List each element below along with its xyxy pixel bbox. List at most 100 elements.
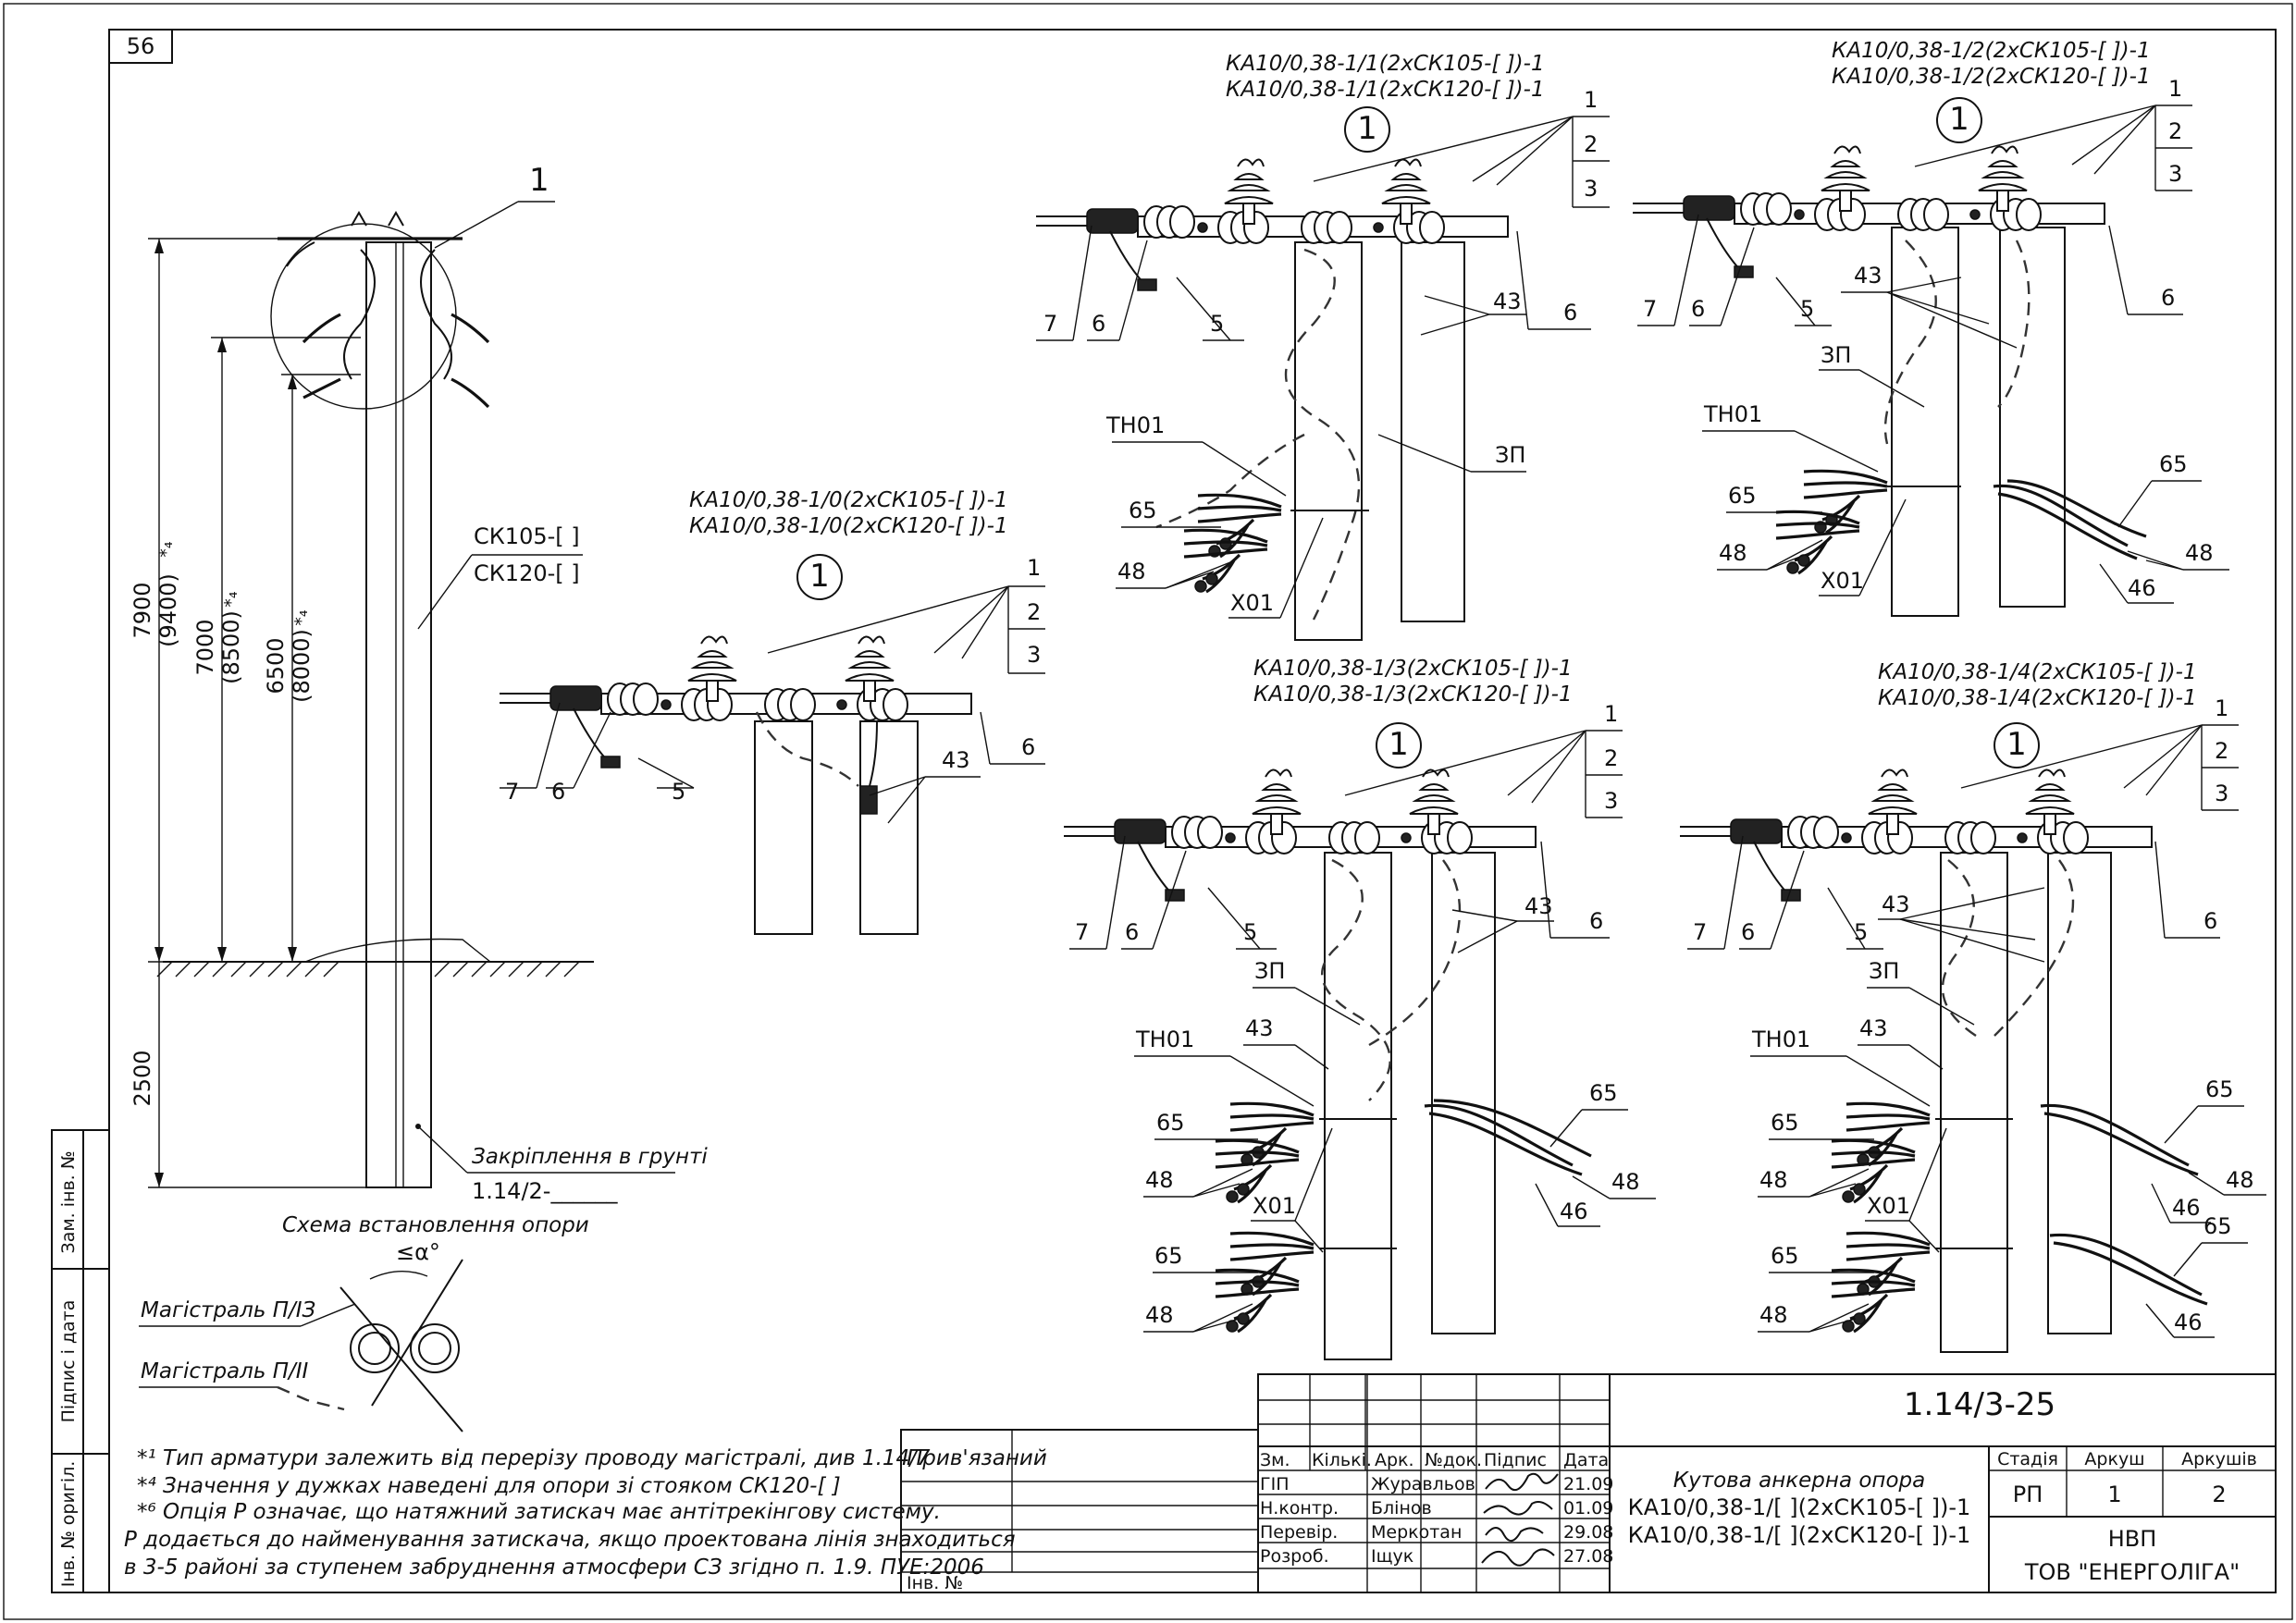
tb-name-2: Меркотан	[1371, 1522, 1462, 1543]
v4-label-6a: 6	[1741, 919, 1755, 945]
tb-org-1: НВП	[2108, 1526, 2157, 1552]
tb-inv-label: Інв. №	[907, 1573, 963, 1593]
tb-doc-title-3: КА10/0,38-1/[ ](2хСК120-[ ])-1	[1628, 1522, 1971, 1548]
tb-date-3: 27.08	[1563, 1546, 1613, 1567]
v4-label-5: 5	[1854, 919, 1868, 945]
note-1: *¹ Тип арматури залежить від перерізу пр…	[137, 1446, 931, 1470]
v3-label-65c: 65	[1589, 1080, 1618, 1106]
v2-label-6b: 6	[2161, 285, 2175, 311]
v4-label-43b: 43	[1859, 1015, 1888, 1041]
v2-label-x01: Х01	[1821, 568, 1864, 594]
v1-label-6a: 6	[1092, 311, 1105, 337]
dim-2500: 2500	[130, 1050, 155, 1106]
tb-org-2: ТОВ "ЕНЕРГОЛІГА"	[2024, 1559, 2240, 1585]
tb-h-data: Дата	[1563, 1450, 1609, 1470]
v2-label-65b: 65	[2159, 451, 2188, 477]
variant-2-title-2: КА10/0,38-1/2(2хСК120-[ ])-1	[1832, 65, 2151, 89]
v3-label-7: 7	[1075, 919, 1089, 945]
side-strip: Зам. інв. № Підпис і дата Інв. № оригіл.	[51, 1129, 110, 1593]
dim-7900-note: *₄	[156, 541, 177, 558]
tb-sheet: 1	[2107, 1482, 2121, 1507]
tb-sheet-header: Аркуш	[2084, 1449, 2144, 1469]
v2-label-tn01: ТН01	[1703, 401, 1762, 427]
dim-7000-alt: (8500)	[218, 610, 244, 684]
variant-1-title-2: КА10/0,38-1/1(2хСК120-[ ])-1	[1226, 78, 1545, 102]
tb-date-2: 29.08	[1563, 1522, 1613, 1543]
v0-label-5: 5	[672, 779, 685, 805]
v3-label-zp: ЗП	[1254, 958, 1285, 984]
v1-label-2: 2	[1584, 131, 1598, 157]
v0-label-1: 1	[1027, 555, 1041, 581]
pole-type-2: СК120-[ ]	[474, 560, 580, 586]
tb-role-3: Розроб.	[1260, 1546, 1329, 1567]
v3-label-43b: 43	[1245, 1015, 1274, 1041]
v4-label-65c: 65	[2205, 1076, 2234, 1102]
v1-label-tn01: ТН01	[1105, 412, 1165, 438]
tb-name-1: Блінов	[1371, 1498, 1432, 1518]
dim-7900-alt: (9400)	[155, 573, 181, 647]
v4-label-65d: 65	[2203, 1213, 2232, 1239]
variant-0: КА10/0,38-1/0(2хСК105-[ ])-1 КА10/0,38-1…	[500, 488, 1045, 935]
tb-sheets-header: Аркушів	[2181, 1449, 2257, 1469]
variant-3-callout: 1	[1389, 726, 1409, 763]
tb-name-0: Журавльов	[1371, 1474, 1475, 1494]
v0-label-6a: 6	[551, 779, 565, 805]
installation-scheme: Схема встановлення опори ≤α° Магістраль …	[139, 1213, 589, 1432]
tb-name-3: Іщук	[1371, 1546, 1413, 1567]
v4-label-tn01: ТН01	[1751, 1027, 1810, 1052]
dim-6500: 6500	[263, 637, 289, 694]
tb-doc-code: 1.14/3-25	[1904, 1386, 2055, 1423]
tb-h-pidpys: Підпис	[1484, 1450, 1547, 1470]
v0-label-2: 2	[1027, 599, 1041, 625]
ground-fixing-label: Закріплення в грунті	[472, 1145, 708, 1169]
variant-0-title-1: КА10/0,38-1/0(2хСК105-[ ])-1	[689, 488, 1008, 512]
note-2: *⁴ Значення у дужках наведені для опори …	[137, 1474, 841, 1498]
sheet-number-box	[108, 29, 173, 64]
v3-label-1: 1	[1604, 701, 1618, 727]
v1-label-48: 48	[1117, 559, 1146, 584]
note-3: *⁶ Опція Р означає, що натяжний затискач…	[137, 1500, 941, 1524]
v4-label-48c: 48	[2226, 1167, 2254, 1193]
tb-doc-title-2: КА10/0,38-1/[ ](2хСК105-[ ])-1	[1628, 1494, 1971, 1520]
v4-label-48b: 48	[1759, 1302, 1788, 1328]
variant-1-title-1: КА10/0,38-1/1(2хСК105-[ ])-1	[1226, 52, 1545, 76]
v2-label-3: 3	[2168, 161, 2182, 187]
v2-label-46: 46	[2128, 575, 2156, 601]
tb-h-kilk: Кількі.	[1312, 1450, 1372, 1470]
v2-label-6a: 6	[1691, 296, 1705, 322]
v1-label-6b: 6	[1563, 300, 1577, 326]
scheme-title: Схема встановлення опори	[282, 1213, 589, 1237]
tb-role-1: Н.контр.	[1260, 1498, 1339, 1518]
v4-label-x01: Х01	[1867, 1193, 1910, 1219]
v3-label-2: 2	[1604, 745, 1618, 771]
ground-fixing-ref: 1.14/2-______	[472, 1178, 618, 1204]
variant-3-title-1: КА10/0,38-1/3(2хСК105-[ ])-1	[1253, 657, 1573, 681]
tb-role-0: ГІП	[1260, 1474, 1289, 1494]
main-line-2: Магістраль П/ІІ	[141, 1359, 309, 1383]
variant-2: КА10/0,38-1/2(2хСК105-[ ])-1 КА10/0,38-1…	[1633, 39, 2229, 617]
dim-6500-note: *₄	[291, 609, 312, 626]
v4-label-65a: 65	[1771, 1110, 1799, 1136]
v1-label-7: 7	[1043, 311, 1057, 337]
v4-label-6b: 6	[2203, 908, 2217, 934]
variant-2-callout: 1	[1949, 101, 1969, 138]
tb-h-ndok: №док.	[1425, 1450, 1482, 1470]
v3-label-6a: 6	[1125, 919, 1139, 945]
dim-7900: 7900	[130, 582, 155, 638]
notes: *¹ Тип арматури залежить від перерізу пр…	[124, 1446, 1016, 1580]
variant-4-title-1: КА10/0,38-1/4(2хСК105-[ ])-1	[1878, 660, 2197, 684]
tb-h-ark: Арк.	[1375, 1450, 1414, 1470]
v2-label-43: 43	[1854, 263, 1882, 289]
side-zam-label: Зам. інв. №	[58, 1151, 79, 1254]
v1-label-x01: Х01	[1230, 590, 1274, 616]
v2-label-65a: 65	[1728, 483, 1757, 509]
main-line-1: Магістраль П/ІЗ	[141, 1298, 316, 1322]
tb-stage-header: Стадія	[1997, 1449, 2058, 1469]
variant-2-title-1: КА10/0,38-1/2(2хСК105-[ ])-1	[1832, 39, 2151, 63]
variant-4-title-2: КА10/0,38-1/4(2хСК120-[ ])-1	[1878, 686, 2197, 710]
variant-0-title-2: КА10/0,38-1/0(2хСК120-[ ])-1	[689, 514, 1008, 538]
sheet-number: 56	[127, 33, 155, 59]
v3-label-65b: 65	[1154, 1243, 1183, 1269]
v1-label-3: 3	[1584, 176, 1598, 202]
